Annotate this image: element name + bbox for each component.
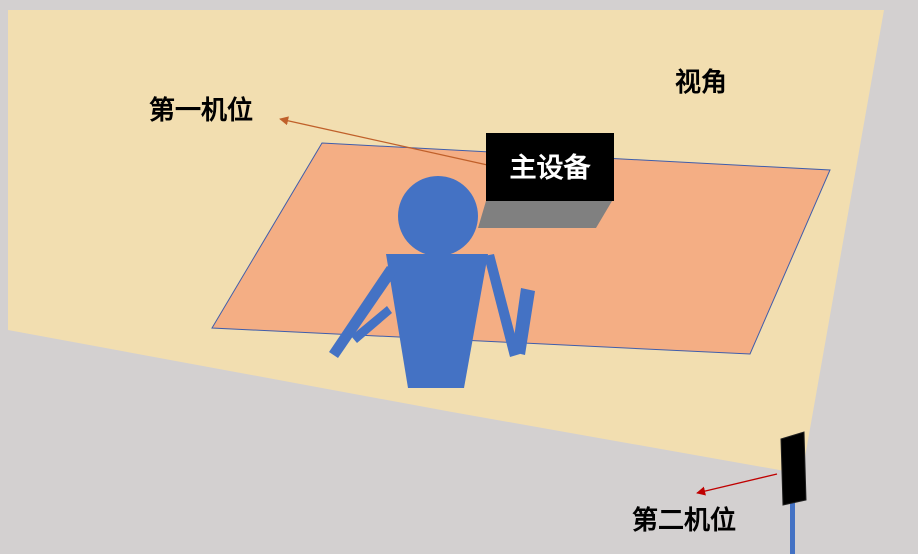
field-of-view-label: 视角 <box>675 67 727 98</box>
camera-1-arrow <box>279 116 493 167</box>
person-right-arm <box>484 254 520 357</box>
camera-2-label: 第二机位 <box>632 505 736 536</box>
camera-2-body <box>780 431 807 506</box>
person-left-arm <box>329 266 397 358</box>
person-left-forearm <box>351 306 392 343</box>
camera-2-pole <box>790 500 795 554</box>
camera-1-label: 第一机位 <box>149 95 253 126</box>
camera-2-arrow <box>696 473 778 496</box>
main-device-icon <box>486 133 614 201</box>
person-head <box>398 176 478 256</box>
camera-2-icon <box>780 431 807 554</box>
person-icon <box>329 176 535 388</box>
main-device-label: 主设备 <box>510 153 592 184</box>
person-right-forearm <box>512 288 535 355</box>
person-torso <box>386 254 488 388</box>
main-device-base <box>478 201 612 228</box>
